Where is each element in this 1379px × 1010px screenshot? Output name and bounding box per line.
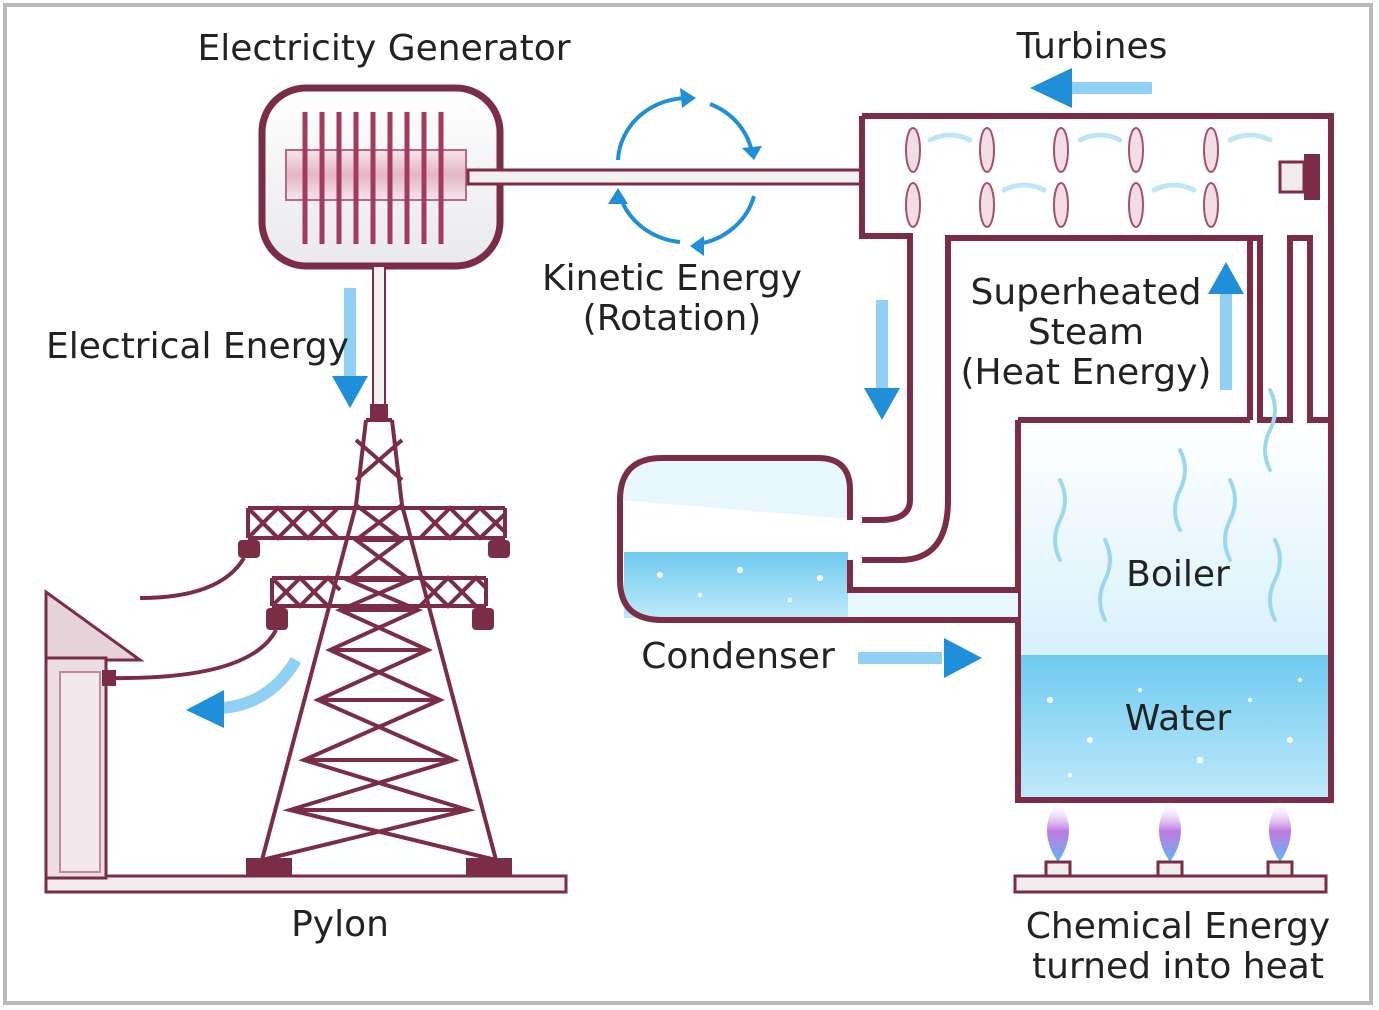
steam-up-arrow xyxy=(1208,262,1244,390)
label-steam: Steam xyxy=(1028,312,1144,353)
turbine-blades xyxy=(905,127,1219,228)
label-electricity-generator: Electricity Generator xyxy=(197,28,570,69)
electricity-generator xyxy=(258,84,504,270)
label-turbines: Turbines xyxy=(1016,26,1168,67)
label-turned-into-heat: turned into heat xyxy=(1032,946,1324,987)
boiler xyxy=(1021,388,1328,797)
turbine-steam-wisps xyxy=(927,132,1273,193)
burners xyxy=(1013,800,1328,894)
label-heat-energy: (Heat Energy) xyxy=(961,352,1212,393)
label-pylon: Pylon xyxy=(291,904,389,945)
generator-cable xyxy=(370,265,388,418)
condenser-flow-arrow xyxy=(858,638,982,678)
steam-down-arrow xyxy=(864,300,900,420)
house-supply-arrow xyxy=(186,656,302,728)
rotation-arrows-icon xyxy=(608,88,762,256)
shaft-end-cap xyxy=(1278,160,1306,194)
diagram-frame xyxy=(3,3,1373,1005)
label-rotation: (Rotation) xyxy=(583,298,762,339)
turbines-flow-arrow xyxy=(1030,68,1152,108)
electrical-down-arrow xyxy=(332,288,368,408)
label-boiler: Boiler xyxy=(1126,554,1230,595)
house xyxy=(44,589,145,880)
label-electrical-energy: Electrical Energy xyxy=(46,326,349,367)
label-kinetic-energy: Kinetic Energy xyxy=(542,258,802,299)
label-condenser: Condenser xyxy=(641,636,835,677)
label-water: Water xyxy=(1125,698,1232,739)
pylon xyxy=(44,418,568,894)
condenser xyxy=(617,455,1018,623)
label-superheated: Superheated xyxy=(971,272,1202,313)
label-chemical-energy: Chemical Energy xyxy=(1026,906,1331,947)
